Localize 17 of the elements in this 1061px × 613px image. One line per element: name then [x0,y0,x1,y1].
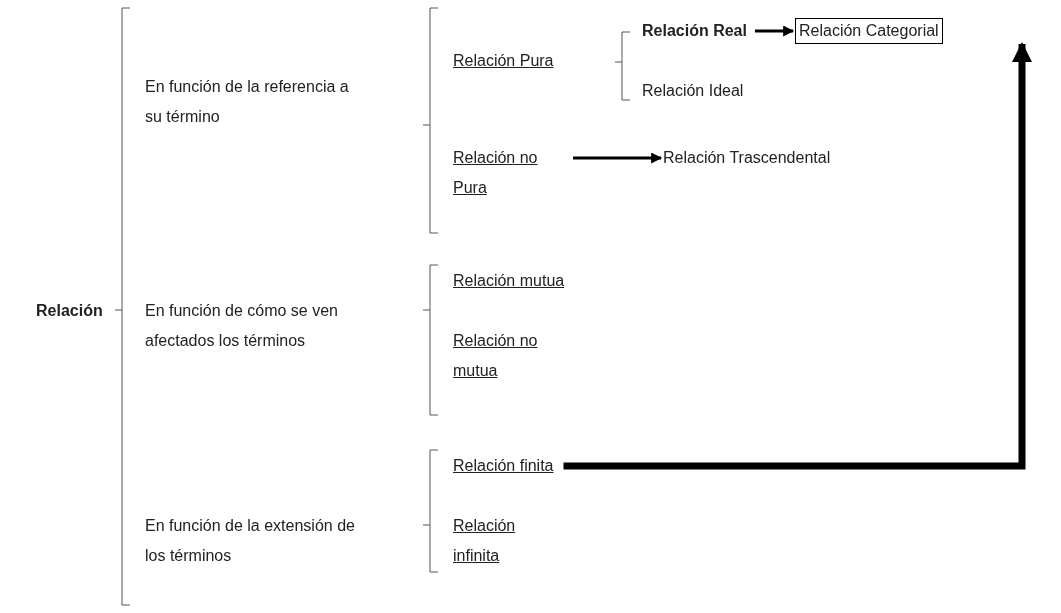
node-label: Relación no mutua [453,326,565,386]
boxed-label: Relación Categorial [795,18,943,44]
node-label: En función de la extensión de los términos [145,511,355,571]
node-label: Relación no Pura [453,143,565,203]
node-label: Relación [36,296,103,326]
node-label: En función de cómo se ven afectados los términos [145,296,355,356]
arrow [563,42,1032,470]
arrow [754,25,795,37]
node-label: Relación infinita [453,511,565,571]
node-label: Relación Trascendental [663,143,831,173]
node-label: Relación mutua [453,266,565,296]
node-label: Relación Real [642,16,747,46]
arrow [573,152,663,164]
node-label: Relación finita [453,451,554,481]
node-label: Relación Ideal [642,76,744,106]
node-label: Relación Pura [453,46,554,76]
node-label: En función de la referencia a su término [145,72,355,132]
